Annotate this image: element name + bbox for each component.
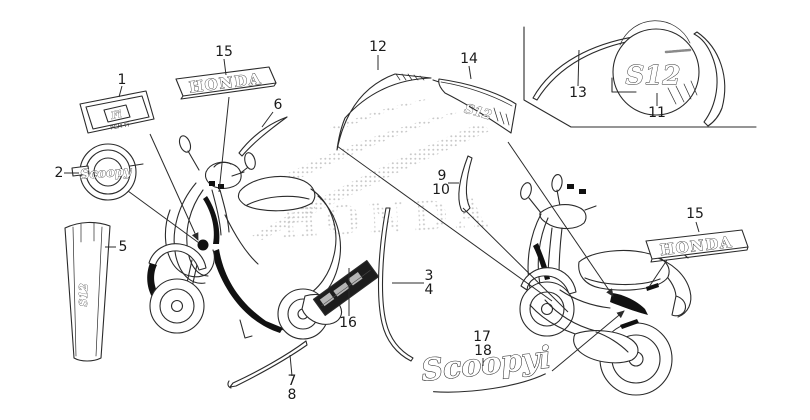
leader-line xyxy=(551,310,625,372)
leader-line xyxy=(507,141,614,297)
leader-line xyxy=(223,58,227,76)
callout-label-8[interactable]: 8 xyxy=(288,387,297,403)
fi-plate-emblem: Fi PGM-FI xyxy=(79,90,155,134)
fi-plate-subtext: PGM-FI xyxy=(110,122,130,131)
curved-strip-decal xyxy=(458,155,473,213)
front-stripe-decal: S12 xyxy=(64,221,111,362)
callout-label-3[interactable]: 3 xyxy=(425,268,434,284)
callout-label-17[interactable]: 17 xyxy=(473,329,491,345)
mirror-icon xyxy=(244,152,256,170)
thin-molding-decal xyxy=(238,116,288,157)
callout-label-5[interactable]: 5 xyxy=(119,239,128,255)
callout-label-7[interactable]: 7 xyxy=(288,373,297,389)
callout-label-14[interactable]: 14 xyxy=(460,51,478,67)
callout-label-6[interactable]: 6 xyxy=(274,97,283,113)
leader-line xyxy=(695,221,700,233)
leader-line xyxy=(149,133,199,241)
fi-plate-text: Fi xyxy=(109,109,123,122)
leader-line xyxy=(127,190,200,244)
stripe-s12-text: S12 xyxy=(77,283,90,307)
caution-sticker xyxy=(312,259,380,317)
callout-label-12[interactable]: 12 xyxy=(369,39,387,55)
leader-line xyxy=(648,259,668,288)
callout-label-1[interactable]: 1 xyxy=(118,72,127,88)
leader-line xyxy=(336,145,553,302)
leader-line xyxy=(118,85,123,98)
scoopy-round-text: Scoopy xyxy=(80,164,134,183)
callout-label-16[interactable]: 16 xyxy=(339,315,357,331)
callout-label-15-left[interactable]: 15 xyxy=(215,44,233,60)
leader-lines xyxy=(64,49,700,377)
callout-label-18[interactable]: 18 xyxy=(474,343,492,359)
blade-molding-decal xyxy=(227,340,308,389)
honda-emblem-right: HONDA xyxy=(645,229,749,263)
s12-oval-text: S12 xyxy=(626,61,681,91)
mirror-icon xyxy=(551,174,563,192)
callout-label-11[interactable]: 11 xyxy=(648,105,666,121)
mirror-icon xyxy=(178,135,192,153)
detail-view-s12-emblem: S12 xyxy=(523,20,757,128)
leader-line xyxy=(468,65,472,80)
mirror-icon xyxy=(520,182,532,200)
body-stripe-decal xyxy=(336,73,440,151)
leader-line xyxy=(218,96,230,193)
leader-line xyxy=(462,207,569,313)
honda-emblem-right-text: HONDA xyxy=(659,233,734,259)
leader-line xyxy=(261,111,274,128)
honda-emblem-location xyxy=(646,283,659,291)
decal-location-dot xyxy=(197,239,209,251)
leader-line xyxy=(577,49,580,87)
callout-label-9[interactable]: 9 xyxy=(438,168,447,184)
s12-decal-location xyxy=(610,293,648,315)
leader-line xyxy=(289,354,293,377)
callout-label-2[interactable]: 2 xyxy=(55,165,64,181)
callout-label-15-right[interactable]: 15 xyxy=(686,206,704,222)
callout-labels: 1 2 3 4 5 6 7 8 9 10 11 12 13 14 15 15 1… xyxy=(55,39,704,403)
callout-label-10[interactable]: 10 xyxy=(432,182,450,198)
scoopy-round-emblem: Scoopy xyxy=(71,143,144,201)
callout-label-13[interactable]: 13 xyxy=(569,85,587,101)
callout-label-4[interactable]: 4 xyxy=(425,282,434,298)
scooter-right-drawing xyxy=(519,174,692,396)
caution-sticker-location xyxy=(620,319,639,329)
